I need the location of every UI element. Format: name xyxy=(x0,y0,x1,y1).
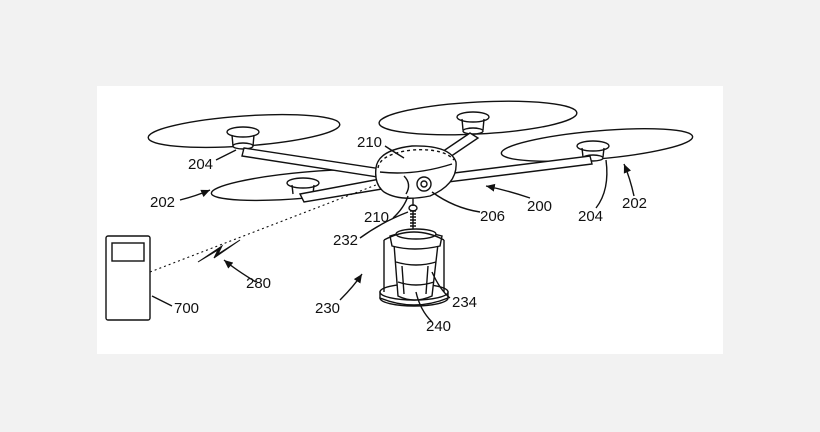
leader-lines xyxy=(151,145,635,323)
drone-body xyxy=(374,145,457,199)
label-202-left: 202 xyxy=(150,194,175,211)
label-232: 232 xyxy=(333,232,358,249)
remote-device xyxy=(105,235,151,321)
label-200: 200 xyxy=(527,198,552,215)
label-204-left: 204 xyxy=(188,156,213,173)
lightning-bolt-icon xyxy=(197,239,241,263)
label-206: 206 xyxy=(480,208,505,225)
label-210-top: 210 xyxy=(357,134,382,151)
label-204-right: 204 xyxy=(578,208,603,225)
label-230: 230 xyxy=(315,300,340,317)
label-202-right: 202 xyxy=(622,195,647,212)
label-240: 240 xyxy=(426,318,451,335)
label-234: 234 xyxy=(452,294,477,311)
label-700: 700 xyxy=(174,300,199,317)
payload-container xyxy=(379,228,449,307)
wireless-link-line xyxy=(149,167,421,273)
label-280: 280 xyxy=(246,275,271,292)
tether xyxy=(408,198,418,230)
rotor-back-right xyxy=(378,100,578,136)
label-210-bottom: 210 xyxy=(364,209,389,226)
rotor-back-left xyxy=(147,113,341,150)
drone-arms xyxy=(241,132,593,203)
